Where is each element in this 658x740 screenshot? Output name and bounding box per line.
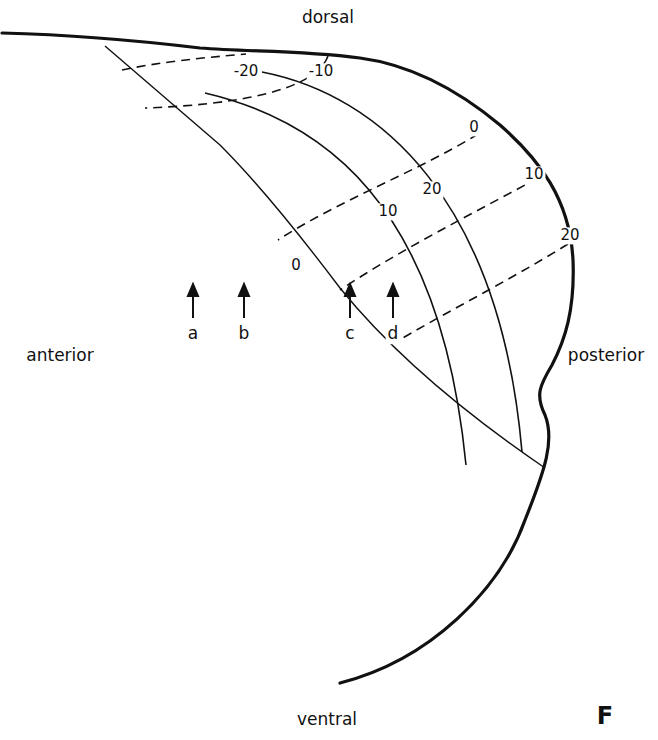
axis-number: 20	[420, 181, 443, 198]
direction-label: anterior	[24, 346, 95, 366]
direction-label: dorsal	[300, 8, 356, 28]
boundary-line	[105, 46, 545, 468]
axis-number: 10	[522, 166, 545, 183]
direction-label: ventral	[295, 710, 359, 730]
dashed-isolines	[122, 54, 568, 342]
arrow-letter: a	[186, 324, 200, 344]
arrows	[188, 284, 398, 318]
axis-number: -10	[307, 63, 336, 80]
direction-label: posterior	[566, 346, 646, 366]
axis-number: 0	[289, 257, 303, 274]
axis-number: 10	[376, 203, 399, 220]
arrow-letter: b	[237, 324, 252, 344]
axis-number: 0	[467, 119, 481, 136]
axis-number: 20	[558, 227, 581, 244]
axis-number: -20	[232, 63, 261, 80]
arrow-letter: c	[343, 324, 356, 344]
outline	[2, 33, 573, 683]
solid-isolines	[205, 72, 522, 465]
panel-letter: F	[595, 703, 615, 731]
arrow-letter: d	[386, 324, 401, 344]
